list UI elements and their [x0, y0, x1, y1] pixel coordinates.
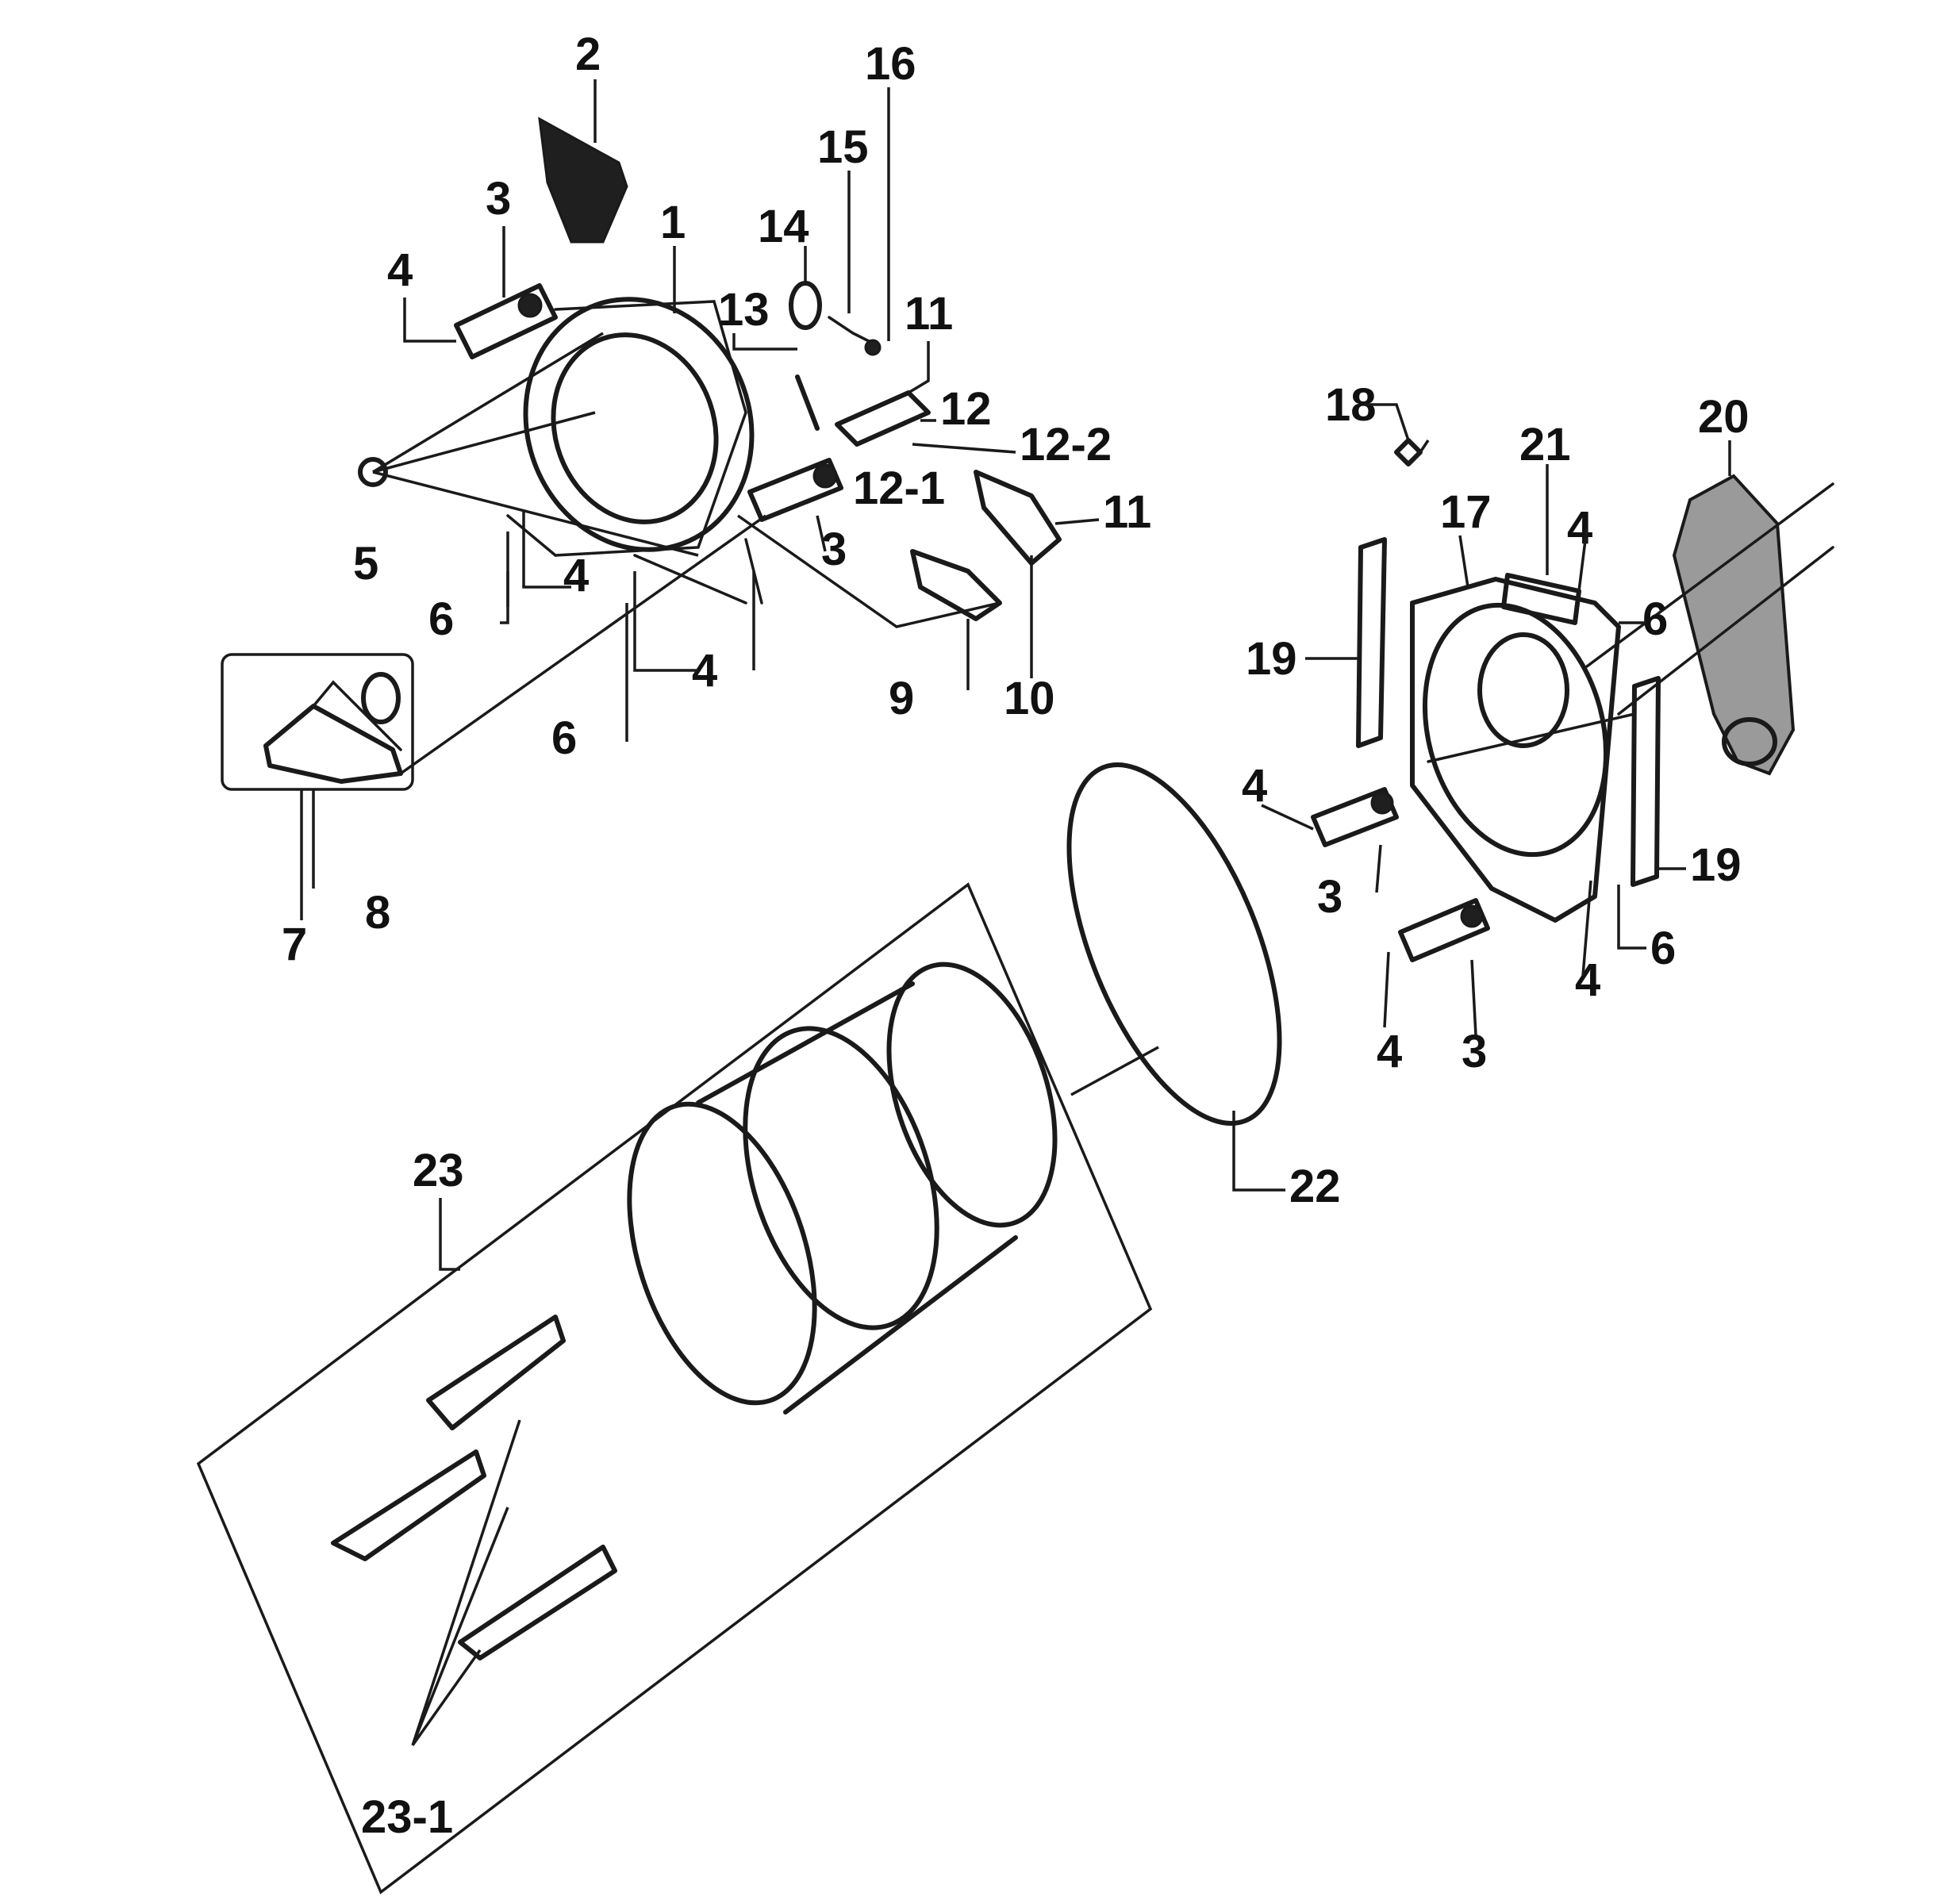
callout-7: 7	[282, 919, 307, 970]
callout-19: 19	[1246, 633, 1297, 685]
callout-5: 5	[353, 538, 378, 589]
callout-23-1: 23-1	[361, 1791, 453, 1843]
callout-3: 3	[1462, 1026, 1487, 1077]
part-2-grille	[538, 117, 628, 244]
part-23-1-baffle-c	[458, 1545, 617, 1660]
part-1-housing-inner	[551, 332, 719, 524]
callout-4: 4	[1567, 502, 1592, 554]
part-17-bulkhead-hub	[1477, 632, 1569, 748]
part-1-housing-flange	[554, 300, 747, 557]
callout-6: 6	[551, 712, 577, 764]
part-17-bulkhead	[1410, 577, 1621, 923]
part-1-housing-outer	[523, 297, 755, 552]
callout-14: 14	[758, 201, 809, 252]
drum-rim-rear	[886, 962, 1058, 1228]
part-19-rail-left	[1356, 537, 1387, 748]
part-14-ring	[789, 281, 822, 330]
part-9-plate	[910, 549, 1002, 621]
drum-assembly	[196, 882, 1153, 1894]
part-3-hinge-right-2	[1398, 898, 1490, 962]
part-23-1-baffle-a	[426, 1315, 566, 1430]
drum-inset-box	[196, 882, 1153, 1894]
callout-6: 6	[1650, 923, 1676, 974]
part-15-spring	[828, 316, 870, 343]
callout-leaders	[403, 79, 1731, 1271]
callout-11: 11	[905, 288, 953, 340]
callout-12-2: 12-2	[1020, 419, 1112, 470]
part-5-nut	[358, 457, 388, 487]
callout-12: 12	[940, 383, 992, 435]
part-13-rod	[795, 374, 820, 431]
callout-3: 3	[486, 173, 511, 225]
callout-4: 4	[387, 244, 413, 296]
part-3-hinge-right-1	[1311, 787, 1399, 847]
callout-6: 6	[428, 593, 454, 645]
part-3-hinge-mid-pin	[812, 463, 838, 489]
belt-inset	[221, 514, 767, 920]
part-20-drive-arm-end	[1722, 717, 1777, 766]
part-3-hinge-upper	[454, 283, 558, 359]
callout-2: 2	[575, 29, 601, 80]
callout-20: 20	[1698, 391, 1750, 443]
callout-15: 15	[817, 121, 869, 173]
front-bracket-assembly	[358, 117, 1062, 628]
part-19-rail-right	[1631, 676, 1661, 887]
callout-23: 23	[413, 1145, 464, 1196]
callout-9: 9	[889, 673, 914, 724]
rear-bulkhead-assembly	[1311, 438, 1834, 962]
part-12-bracket	[835, 390, 931, 447]
callout-6: 6	[1642, 593, 1668, 645]
callout-4: 4	[1242, 760, 1267, 812]
part-3-hinge-upper-pin	[517, 293, 543, 318]
callout-12-1: 12-1	[853, 463, 945, 514]
callout-4: 4	[1575, 954, 1600, 1006]
part-11-arm	[974, 470, 1062, 566]
callout-22: 22	[1289, 1161, 1341, 1212]
callout-labels: 1 2 3 3 3 3 4 4 4 4 4 4 4 5 6 6 6 6 7 8 …	[282, 29, 1750, 1843]
callout-8: 8	[365, 887, 390, 939]
drum-body-mid	[743, 1026, 939, 1330]
part-18-screw	[1394, 438, 1423, 466]
callout-16: 16	[865, 38, 916, 90]
callout-1: 1	[660, 197, 686, 248]
callout-13: 13	[718, 284, 770, 336]
drum-rim-front	[627, 1101, 817, 1406]
part-16-screw	[864, 339, 882, 356]
callout-4: 4	[1377, 1026, 1402, 1077]
part-23-1-baffle-b	[331, 1449, 486, 1561]
part-22-belt	[1066, 762, 1282, 1126]
callout-17: 17	[1440, 486, 1492, 538]
part-3-hinge-mid	[747, 458, 843, 522]
callout-4: 4	[563, 550, 589, 601]
part-17-bulkhead-ring	[1422, 602, 1609, 858]
callout-3: 3	[1317, 871, 1342, 923]
part-21-bracket	[1501, 573, 1581, 625]
callout-19: 19	[1690, 839, 1742, 891]
callout-10: 10	[1004, 673, 1055, 724]
callout-11: 11	[1103, 486, 1151, 538]
inset-box	[221, 653, 414, 791]
callout-21: 21	[1519, 419, 1571, 470]
